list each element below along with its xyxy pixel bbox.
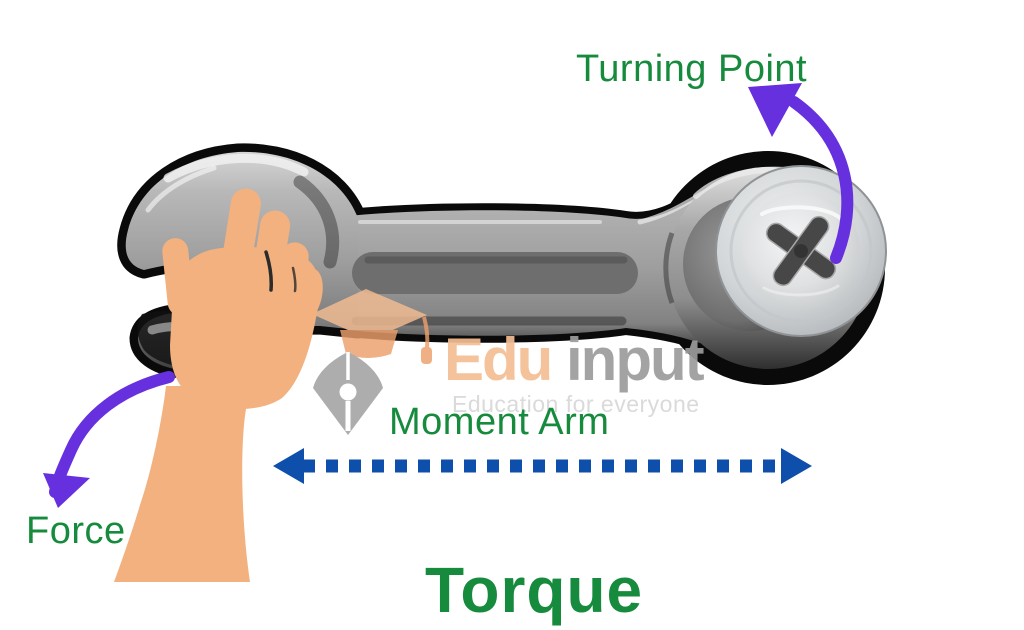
label-moment-arm: Moment Arm	[389, 401, 610, 443]
wrench-jaw-highlight	[163, 153, 309, 183]
watermark-tagline: Education for everyone	[452, 391, 700, 417]
moment-arm-arrow-icon	[273, 448, 812, 484]
turning-point-arrow-icon	[748, 83, 854, 264]
finger-crease	[264, 250, 273, 292]
moment-arm-left-head	[273, 448, 304, 484]
turning-arrow-head	[748, 83, 802, 137]
palm	[170, 246, 320, 410]
wrench-neck-crease	[663, 232, 675, 304]
turning-arrow-shaft	[788, 96, 854, 264]
graduation-cap-base	[340, 330, 398, 358]
cap-tassel-knob	[421, 347, 432, 364]
bolt-illustration	[715, 165, 887, 337]
watermark-brand: Edu input	[444, 330, 705, 390]
force-arrow-head	[43, 473, 90, 508]
diagram-title: Torque	[425, 554, 644, 626]
watermark-brand-edu: Edu	[444, 326, 553, 393]
watermark-logo	[312, 289, 432, 435]
label-turning-point: Turning Point	[576, 48, 808, 90]
watermark-brand-input: input	[566, 326, 705, 393]
pen-nib-hole	[339, 383, 357, 401]
forearm	[114, 386, 252, 582]
hand-illustration	[114, 188, 323, 582]
wrench-jaw-highlight-2	[145, 165, 217, 213]
cap-tassel	[422, 316, 430, 349]
wrench-throat-shadow	[293, 175, 340, 269]
finger-crease-2	[291, 266, 297, 293]
graduation-cap-icon	[312, 289, 427, 340]
bolt-specular-highlight	[760, 205, 842, 220]
label-force: Force	[26, 510, 126, 552]
bolt-lower-highlight	[762, 284, 840, 297]
moment-arm-right-head	[781, 448, 812, 484]
phillips-center	[794, 244, 808, 258]
phillips-cross-icon	[765, 215, 837, 287]
bolt-washer-ridge	[729, 179, 873, 323]
force-arrow-icon	[43, 371, 175, 508]
